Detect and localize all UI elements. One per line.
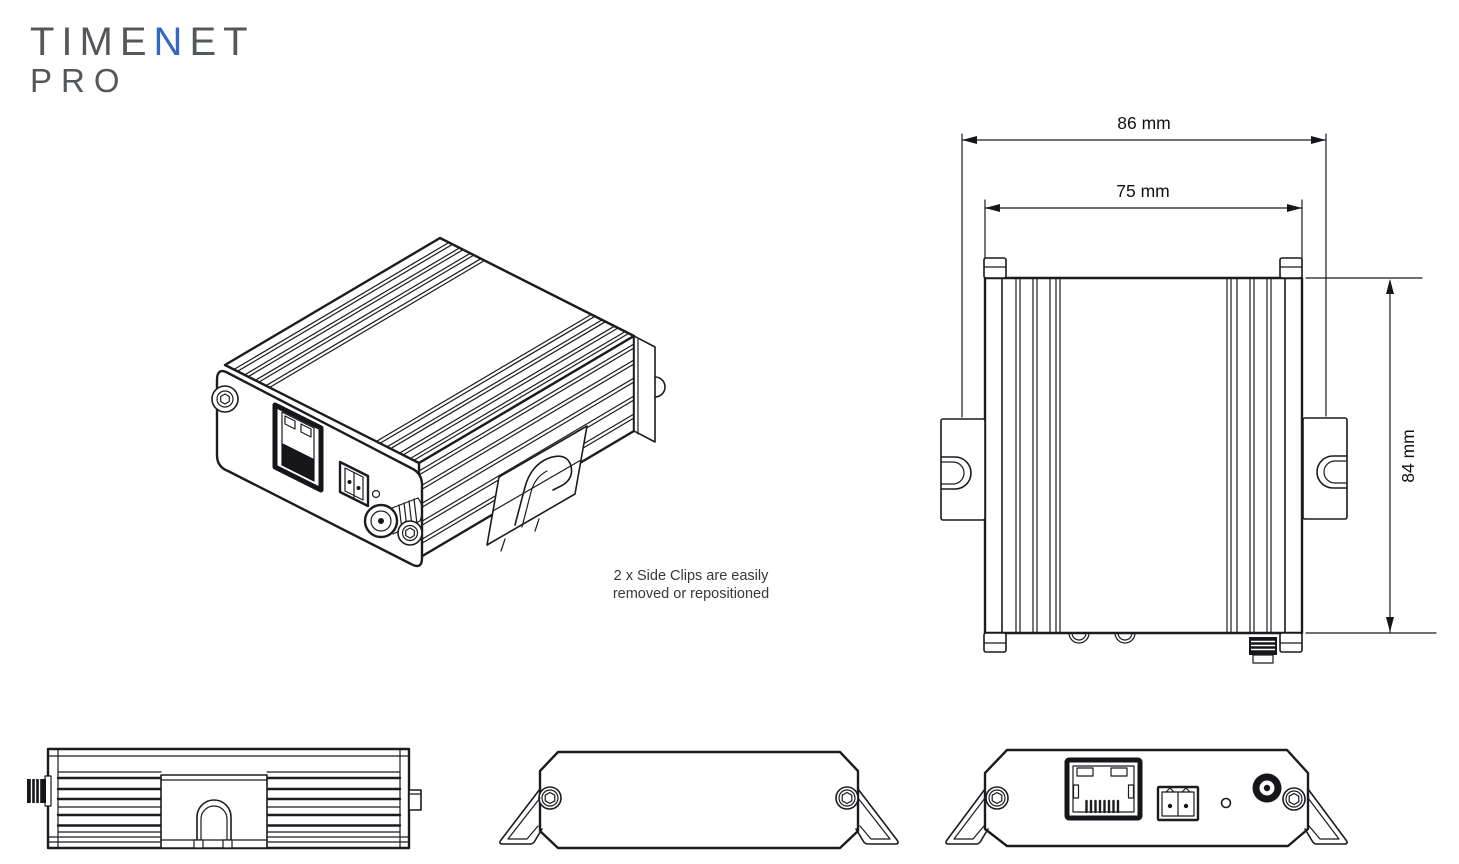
brand-logo: TIMENET PRO (30, 22, 255, 97)
rear-view-drawing (499, 750, 899, 850)
brand-name: TIMENET (30, 22, 255, 62)
corner-foot-top-left (983, 257, 1007, 279)
rear-panel-plate (538, 750, 860, 850)
brand-subtitle: PRO (30, 62, 129, 99)
ethernet-port-front-view (1064, 757, 1143, 821)
logo-part1: TIME (30, 20, 154, 64)
side-view-drawing (27, 747, 422, 850)
corner-foot-bottom-left (983, 632, 1007, 653)
din-clip-left-top-view (940, 418, 986, 521)
corner-foot-bottom-right (1279, 632, 1303, 653)
top-view-drawing: 86 mm 75 mm (940, 113, 1437, 664)
side-clips-note: 2 x Side Clips are easily removed or rep… (575, 567, 807, 603)
front-view-drawing (945, 748, 1348, 848)
wing-clip-right-rear (855, 788, 899, 845)
front-screw-bottom-right (397, 520, 423, 546)
isometric-view (211, 236, 666, 568)
side-clips-note-line2: removed or repositioned (612, 586, 770, 602)
ethernet-port-isometric (272, 402, 324, 493)
rear-screw-left (538, 786, 562, 810)
antenna-connector-front-view (1252, 773, 1282, 803)
power-connector-isometric (338, 460, 370, 508)
logo-accent-letter: N (153, 20, 190, 64)
antenna-connector-side-view (27, 775, 52, 807)
front-panel (211, 369, 424, 568)
dimension-86mm: 86 mm (961, 113, 1327, 418)
bottom-edge-bumps (1068, 632, 1136, 644)
rear-antenna-stub (654, 376, 666, 398)
din-clip-right-top-view (1302, 417, 1348, 520)
right-tab-side-view (408, 789, 422, 811)
front-screw-left (985, 786, 1009, 810)
power-connector-front-view (1156, 785, 1200, 822)
led-hole-front-view (1220, 797, 1232, 809)
front-screw-top-left (211, 385, 239, 413)
corner-foot-top-right (1279, 257, 1303, 279)
antenna-connector-isometric (363, 497, 423, 539)
device-body-top-view (983, 257, 1304, 664)
dimension-84mm-label: 84 mm (1398, 429, 1418, 482)
front-screw-right (1282, 787, 1306, 811)
dimension-84mm: 84 mm (1305, 277, 1437, 634)
antenna-connector-top-view (1249, 637, 1277, 664)
dimension-86mm-label: 86 mm (1117, 113, 1170, 133)
dimension-75mm: 75 mm (984, 181, 1303, 277)
side-clips-note-line1: 2 x Side Clips are easily (613, 568, 769, 584)
rear-screw-right (835, 786, 859, 810)
led-hole-isometric (371, 489, 381, 499)
din-side-clip-isometric (486, 425, 588, 552)
logo-part2: ET (189, 20, 255, 64)
din-clip-side-view (160, 774, 268, 849)
wing-clip-right-front (1304, 788, 1348, 845)
dimension-75mm-label: 75 mm (1116, 181, 1169, 201)
rear-panel-edge (633, 335, 666, 443)
wing-clip-left-rear (499, 788, 543, 845)
wing-clip-left-front (945, 788, 989, 845)
